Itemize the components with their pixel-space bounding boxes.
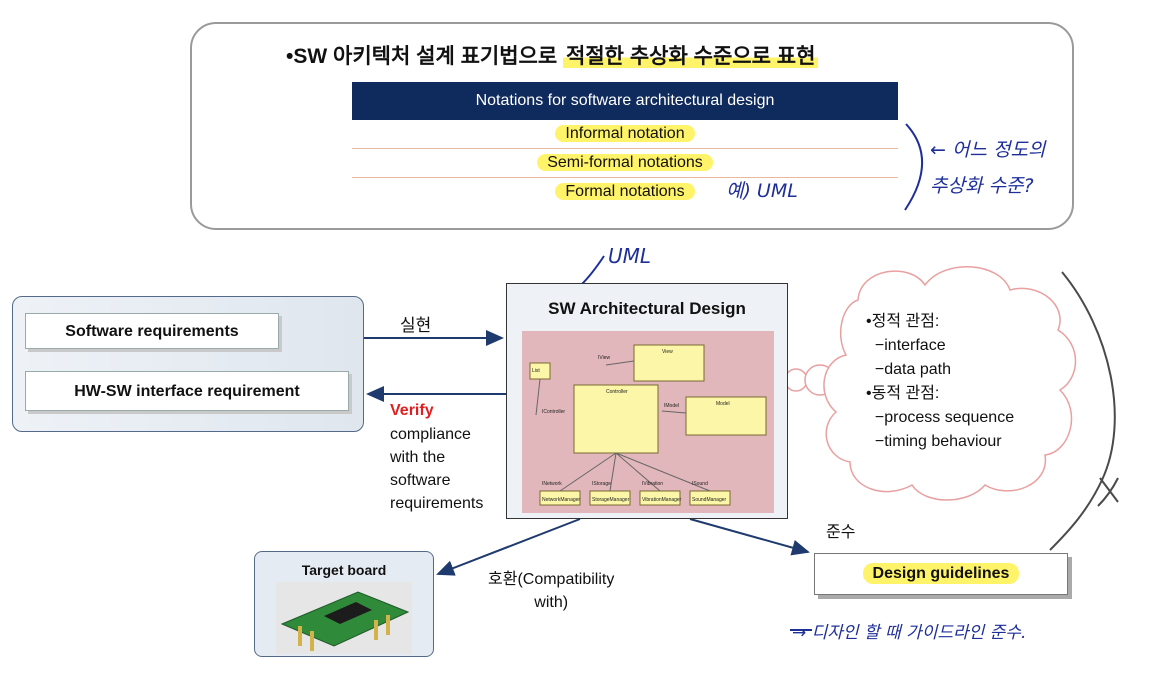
uml-link (615, 452, 711, 492)
compatibility-label: 호환(Compatibility with) (488, 571, 615, 611)
uml-class-label: StorageManager (592, 497, 630, 503)
target-board-image (276, 582, 412, 654)
uml-interface-label: IModel (664, 403, 679, 409)
notation-heading: •SW 아키텍처 설계 표기법으로 적절한 추상화 수준으로 표현 (286, 40, 819, 70)
uml-link (535, 378, 541, 416)
uml-interface-label: ISound (692, 481, 708, 487)
uml-link (615, 452, 661, 492)
handwritten-parenthesis (1049, 271, 1116, 551)
uml-class-label: List (532, 368, 540, 374)
handwritten-uml-example: 예) UML (726, 180, 798, 202)
uml-class-label: Controller (606, 389, 628, 395)
target-board-title: Target board (301, 562, 387, 578)
software-requirements-label: Software requirements (65, 323, 239, 340)
perspective-notes: •정적 관점: −interface −data path •동적 관점: −p… (866, 313, 1015, 450)
handwritten-x-mark (1097, 477, 1119, 507)
uml-link (559, 452, 617, 492)
uml-class-label: VibrationManager (642, 497, 682, 503)
verify-label: Verify (390, 402, 434, 419)
requirements-box: Software requirements HW-SW interface re… (12, 296, 364, 432)
target-board-illustration (280, 591, 410, 651)
uml-link (609, 452, 617, 492)
uml-interface-label: IController (542, 409, 565, 415)
thought-cloud (823, 265, 1077, 501)
notation-row-label: Formal notations (555, 183, 695, 200)
uml-diagram-drawing: List Controller View Model NetworkManage… (529, 344, 767, 506)
architectural-design-title: SW Architectural Design (548, 299, 746, 318)
uml-interface-label: INetwork (542, 481, 562, 487)
software-requirements-card: Software requirements (25, 313, 279, 349)
handwritten-bracket (904, 123, 924, 211)
implement-label: 실현 (400, 316, 432, 335)
comply-label: 준수 (826, 524, 856, 541)
verify-description: compliance with the software requirement… (390, 426, 484, 512)
handwritten-abstraction-question: ← 어느 정도의 추상화 수준? (930, 139, 1046, 197)
uml-link (605, 360, 635, 366)
uml-class-controller (573, 384, 659, 454)
notation-row-informal: Informal notation (352, 120, 898, 149)
notation-row-label: Semi-formal notations (537, 154, 713, 171)
thought-bubble (784, 368, 808, 392)
heading-highlight: 적절한 추상화 수준으로 표현 (563, 45, 819, 68)
hw-sw-interface-requirement-label: HW-SW interface requirement (74, 383, 300, 400)
design-guidelines-card: Design guidelines (814, 553, 1068, 595)
handwritten-uml-label: UML (608, 244, 652, 268)
notation-table-header: Notations for software architectural des… (352, 82, 898, 120)
notation-row-formal: Formal notations (352, 178, 898, 206)
uml-interface-label: IStorage (592, 481, 611, 487)
notation-row-label: Informal notation (555, 125, 695, 142)
uml-class-label: NetworkManager (542, 497, 580, 503)
uml-interface-label: IView (598, 355, 611, 361)
notation-row-semiformal: Semi-formal notations (352, 149, 898, 178)
uml-class-label: View (662, 349, 673, 355)
uml-class-label: Model (716, 401, 730, 407)
heading-prefix: •SW 아키텍처 설계 표기법으로 (286, 45, 564, 68)
uml-class-view (633, 344, 705, 382)
uml-diagram: List Controller View Model NetworkManage… (522, 331, 774, 513)
uml-link (661, 410, 687, 414)
uml-class-label: SoundManager (692, 497, 727, 503)
hw-sw-interface-requirement-card: HW-SW interface requirement (25, 371, 349, 411)
uml-interface-label: IVibration (642, 481, 663, 487)
design-guidelines-label: Design guidelines (862, 563, 1020, 584)
comply-arrow (689, 518, 810, 556)
compatibility-arrow (436, 518, 581, 576)
handwritten-guideline-note: → 디자인 할 때 가이드라인 준수. (792, 623, 1027, 643)
handwritten-uml-arrow (581, 255, 605, 285)
uml-class-model (685, 396, 767, 436)
notation-table: Notations for software architectural des… (352, 82, 898, 206)
